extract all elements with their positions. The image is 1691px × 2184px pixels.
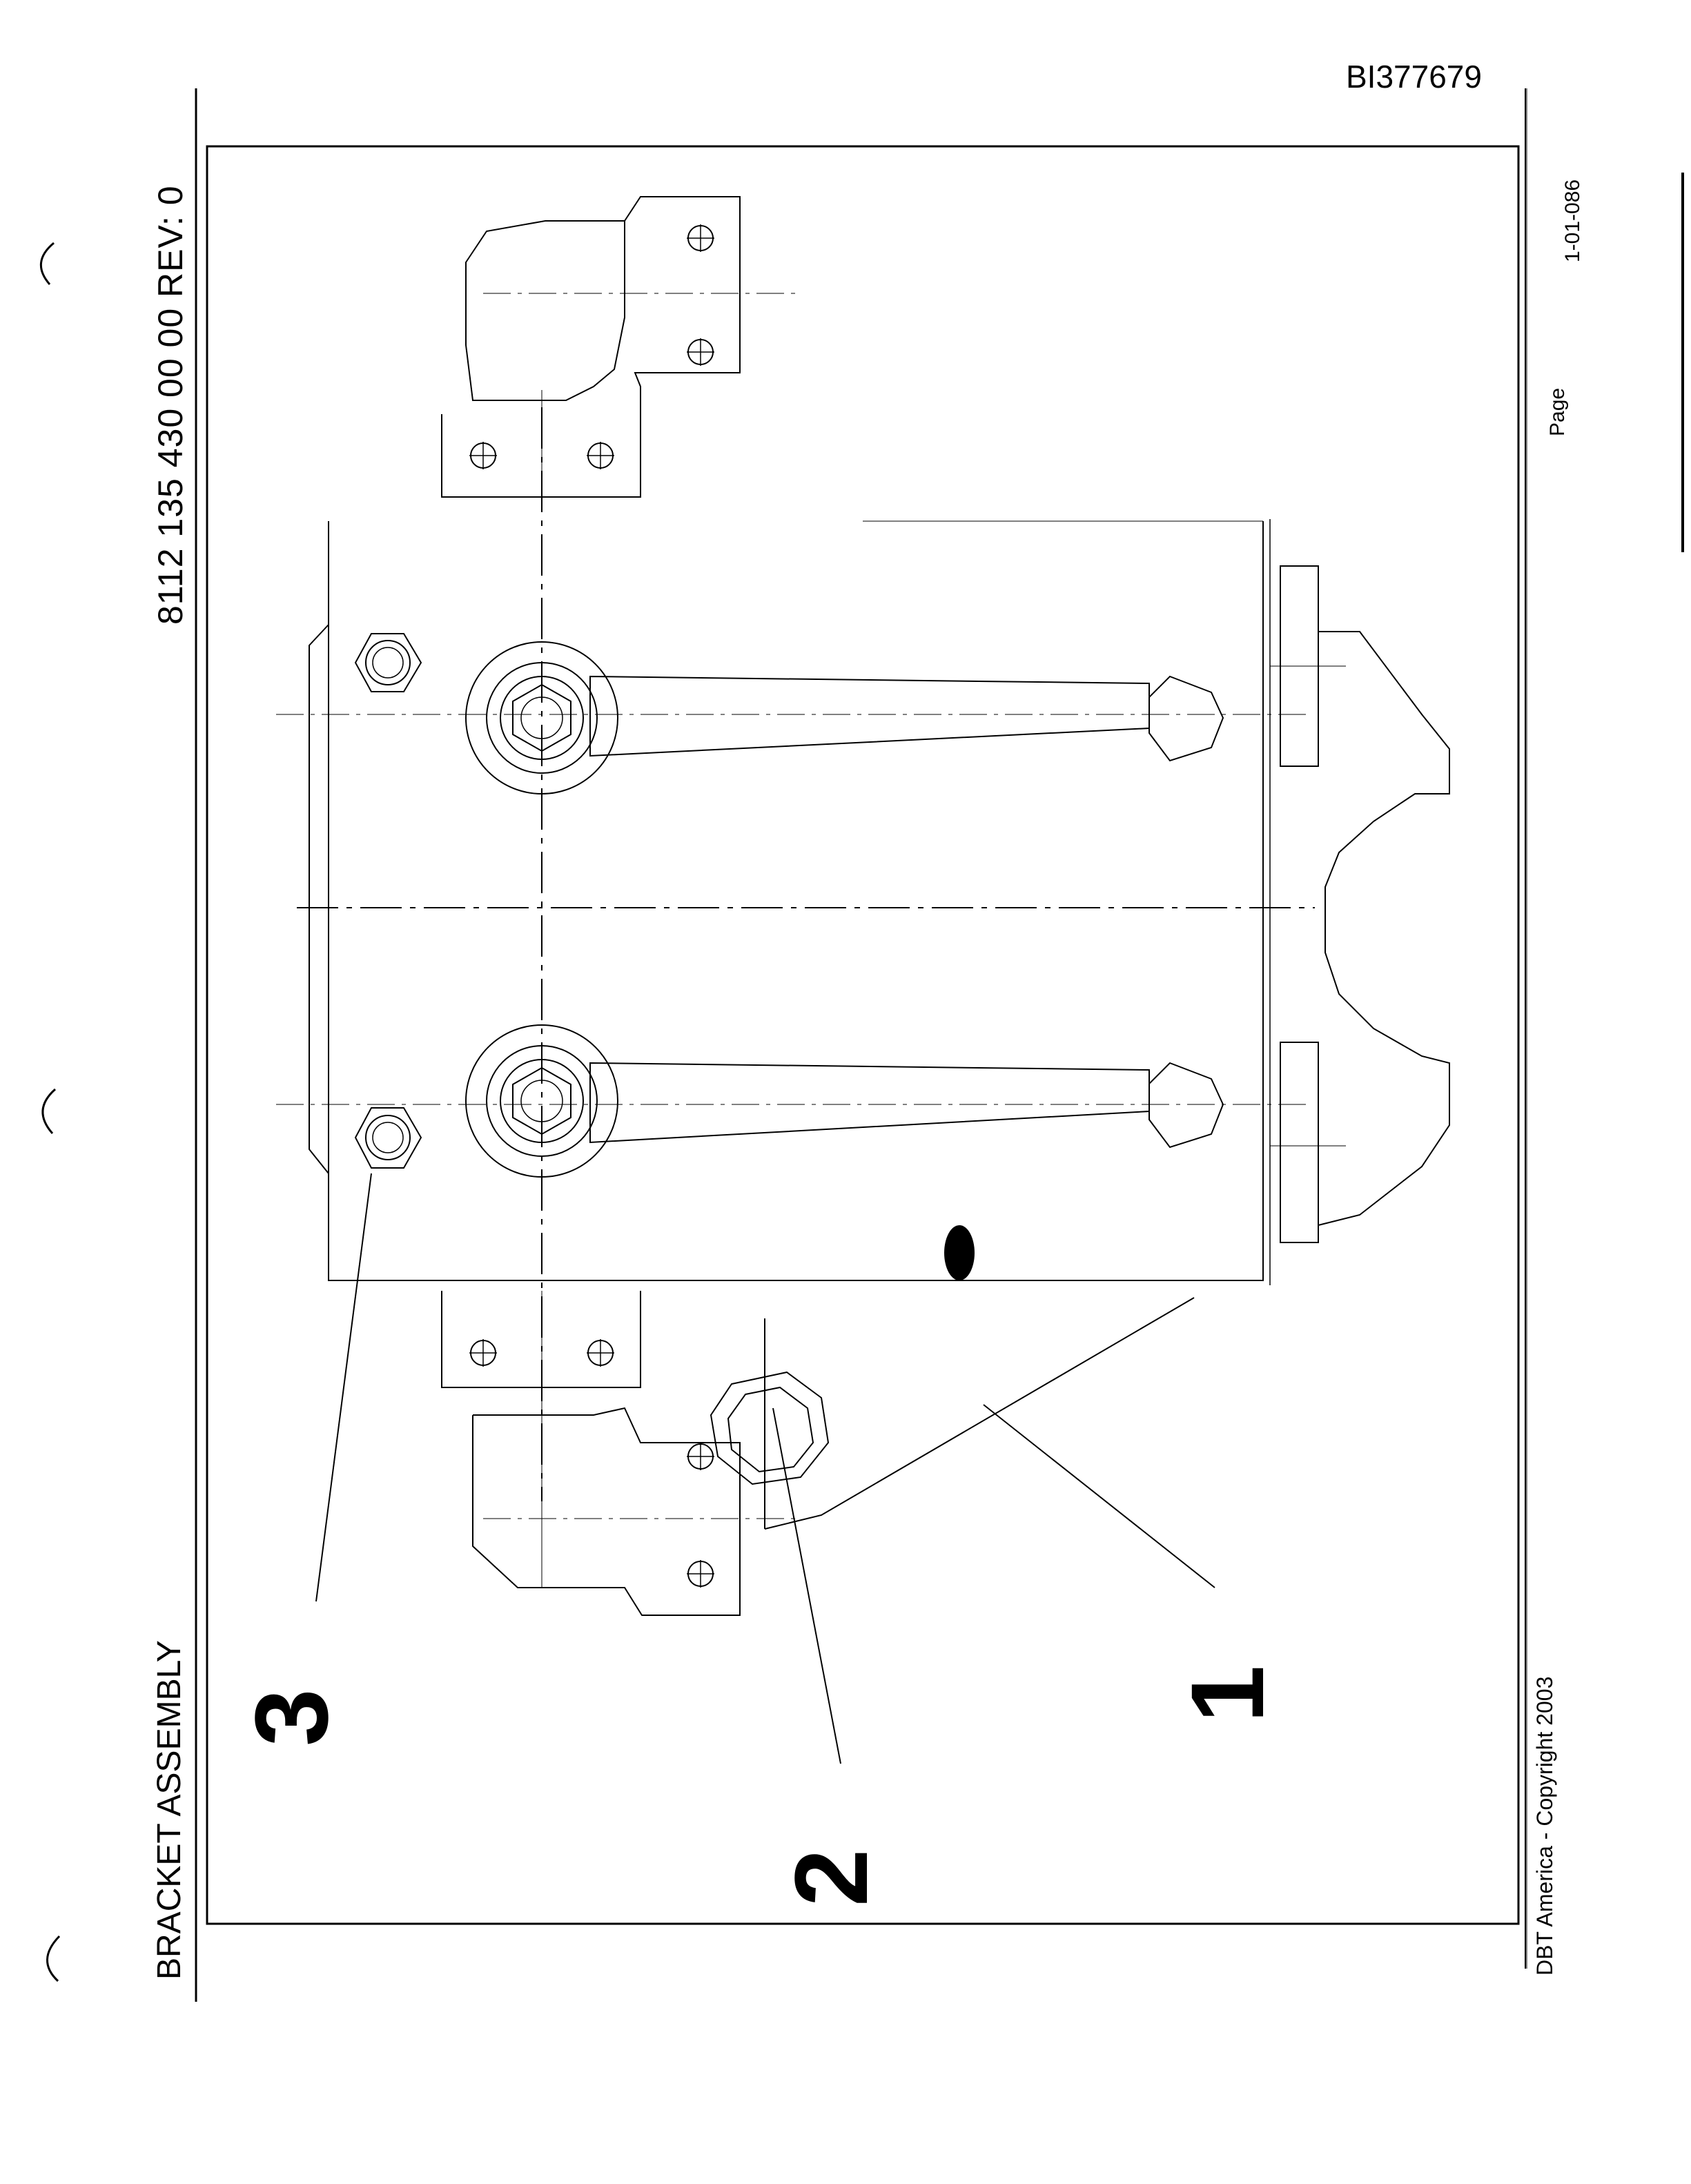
document-id: BI377679 bbox=[1346, 59, 1482, 95]
binder-hole-icon bbox=[39, 242, 55, 285]
callout-1: 1 bbox=[1169, 1665, 1285, 1723]
callout-2: 2 bbox=[773, 1849, 889, 1907]
binder-hole-icon bbox=[46, 1935, 61, 1982]
binder-hole-icon bbox=[41, 1088, 56, 1134]
callout-3: 3 bbox=[233, 1688, 349, 1746]
